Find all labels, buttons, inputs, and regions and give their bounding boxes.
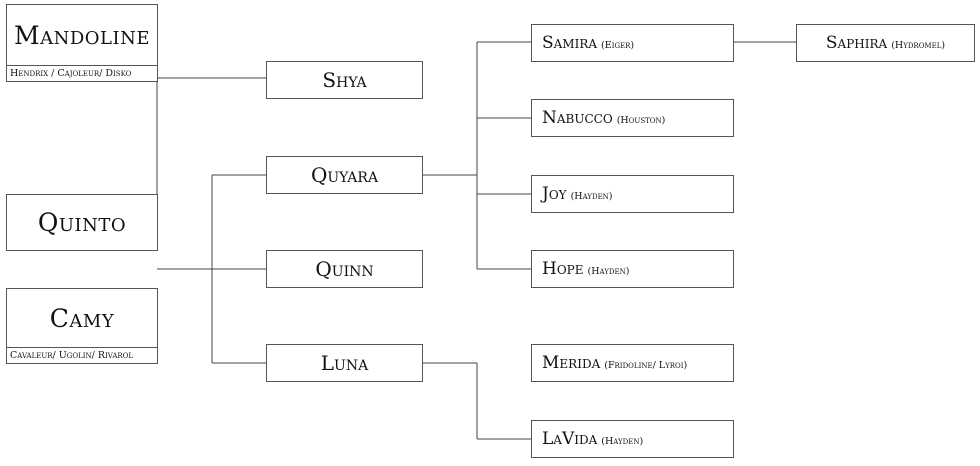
node-name: Luna bbox=[320, 351, 369, 375]
node-name: Merida bbox=[542, 353, 601, 373]
node-name: Quyara bbox=[310, 163, 379, 187]
node-sire: (Hayden) bbox=[570, 190, 613, 202]
parents-label: Hendrix / Cajoleur/ Disko bbox=[10, 68, 132, 79]
node-camy-parents: Cavaleur/ Ugolin/ Rivarol bbox=[6, 348, 158, 364]
node-name: Mandoline bbox=[14, 20, 150, 50]
node-mandoline-parents: Hendrix / Cajoleur/ Disko bbox=[6, 66, 158, 82]
node-nabucco: Nabucco (Houston) bbox=[531, 99, 734, 137]
node-joy: Joy (Hayden) bbox=[531, 175, 734, 213]
node-saphira: Saphira (Hydromel) bbox=[796, 24, 975, 62]
node-quyara: Quyara bbox=[266, 156, 423, 194]
node-name: Camy bbox=[49, 303, 115, 333]
node-sire: (Hydromel) bbox=[891, 39, 946, 51]
node-name: Hope bbox=[542, 259, 584, 279]
node-name: Joy bbox=[542, 184, 567, 204]
node-merida: Merida (Fridoline/ Lyroi) bbox=[531, 344, 734, 382]
node-name: Saphira bbox=[825, 33, 888, 53]
node-mandoline: Mandoline bbox=[6, 4, 158, 66]
node-luna: Luna bbox=[266, 344, 423, 382]
node-camy: Camy bbox=[6, 288, 158, 348]
node-name: LaVida bbox=[542, 429, 598, 449]
node-sire: (Fridoline/ Lyroi) bbox=[604, 359, 688, 371]
node-name: Quinto bbox=[37, 208, 127, 237]
node-lavida: LaVida (Hayden) bbox=[531, 420, 734, 458]
node-sire: (Houston) bbox=[616, 114, 666, 126]
node-sire: (Eiger) bbox=[601, 39, 635, 51]
node-quinto: Quinto bbox=[6, 194, 158, 251]
node-shya: Shya bbox=[266, 61, 423, 99]
node-name: Shya bbox=[322, 68, 367, 92]
node-sire: (Hayden) bbox=[587, 265, 630, 277]
node-name: Samira bbox=[542, 33, 598, 53]
node-quinn: Quinn bbox=[266, 250, 423, 288]
parents-label: Cavaleur/ Ugolin/ Rivarol bbox=[10, 350, 134, 361]
node-name: Quinn bbox=[315, 257, 374, 281]
node-name: Nabucco bbox=[542, 108, 613, 128]
node-samira: Samira (Eiger) bbox=[531, 24, 734, 62]
node-hope: Hope (Hayden) bbox=[531, 250, 734, 288]
node-sire: (Hayden) bbox=[601, 435, 644, 447]
